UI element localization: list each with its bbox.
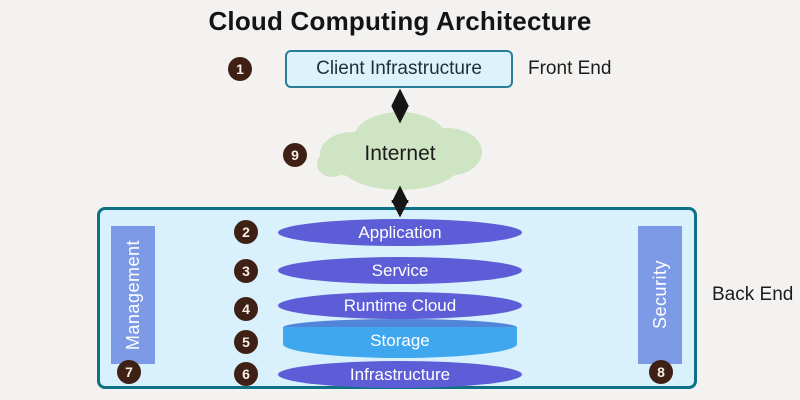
front-end-label: Front End	[528, 58, 612, 79]
management-bar: Management	[111, 226, 155, 364]
diagram-title: Cloud Computing Architecture	[208, 6, 592, 36]
step-badge-2: 2	[234, 220, 258, 244]
security-label: Security	[649, 260, 670, 330]
layer-application-label: Application	[358, 222, 442, 242]
step-badge-3: 3	[234, 259, 258, 283]
storage-cylinder-body	[283, 327, 517, 358]
layer-infrastructure: Infrastructure	[278, 361, 522, 388]
internet-label: Internet	[364, 142, 436, 165]
step-badge-5: 5	[234, 330, 258, 354]
layer-storage-label: Storage	[370, 331, 430, 350]
security-bar: Security	[638, 226, 682, 364]
step-badge-4: 4	[234, 297, 258, 321]
layer-service: Service	[278, 257, 522, 284]
step-badge-6: 6	[234, 362, 258, 386]
layer-service-label: Service	[371, 260, 429, 280]
step-badge-1: 1	[228, 57, 252, 81]
step-badge-7: 7	[117, 360, 141, 384]
internet-cloud-shape	[317, 112, 482, 190]
step-badge-9: 9	[283, 143, 307, 167]
client-infrastructure-box: Client Infrastructure	[285, 50, 513, 88]
client-infrastructure-label: Client Infrastructure	[316, 58, 482, 79]
back-end-label: Back End	[712, 284, 794, 305]
layer-infrastructure-label: Infrastructure	[349, 364, 451, 384]
layer-runtime-cloud: Runtime Cloud	[278, 292, 522, 319]
management-label: Management	[122, 239, 143, 351]
layer-runtime-cloud-label: Runtime Cloud	[343, 295, 457, 315]
layer-application: Application	[278, 219, 522, 246]
step-badge-8: 8	[649, 360, 673, 384]
layer-storage-cylinder: Storage	[283, 319, 517, 358]
